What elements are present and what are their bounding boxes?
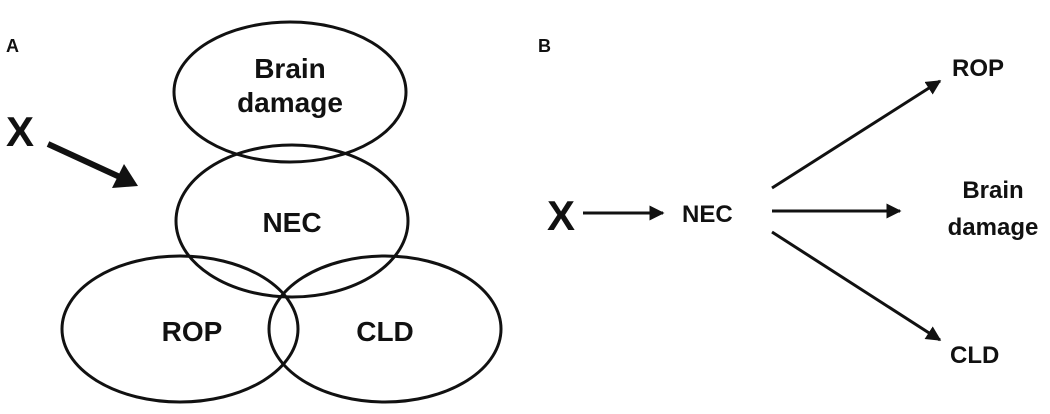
brain-damage-label-line1: Brain (254, 53, 326, 84)
nec-label: NEC (262, 207, 321, 238)
panel-b-brain-damage-label-line2: damage (948, 214, 1039, 241)
cld-label: CLD (356, 316, 414, 347)
rop-label: ROP (162, 316, 223, 347)
panel-b-x-label: X (547, 192, 575, 239)
brain-damage-label-line2: damage (237, 87, 343, 118)
panel-b-nec-label: NEC (682, 201, 733, 228)
rop-ellipse (60, 254, 300, 404)
nec-to-cld-arrow (771, 230, 942, 342)
panel-b-rop-label: ROP (952, 55, 1004, 82)
panel-b-brain-damage-label-line1: Brain (962, 177, 1023, 204)
nec-ellipse (174, 143, 410, 299)
panel-a: A X Brain damage NEC ROP CLD (6, 20, 503, 404)
panel-b-cld-label: CLD (950, 342, 999, 369)
brain-damage-ellipse (172, 20, 408, 164)
panel-a-label: A (6, 36, 19, 56)
panel-b: B X NEC ROP Brain damage CLD (538, 36, 1038, 369)
nec-to-rop-arrow (771, 79, 942, 190)
panel-b-label: B (538, 36, 551, 56)
panel-a-x-label: X (6, 108, 34, 155)
panel-a-x-to-nec-arrow (46, 141, 138, 188)
cld-ellipse (267, 254, 503, 404)
